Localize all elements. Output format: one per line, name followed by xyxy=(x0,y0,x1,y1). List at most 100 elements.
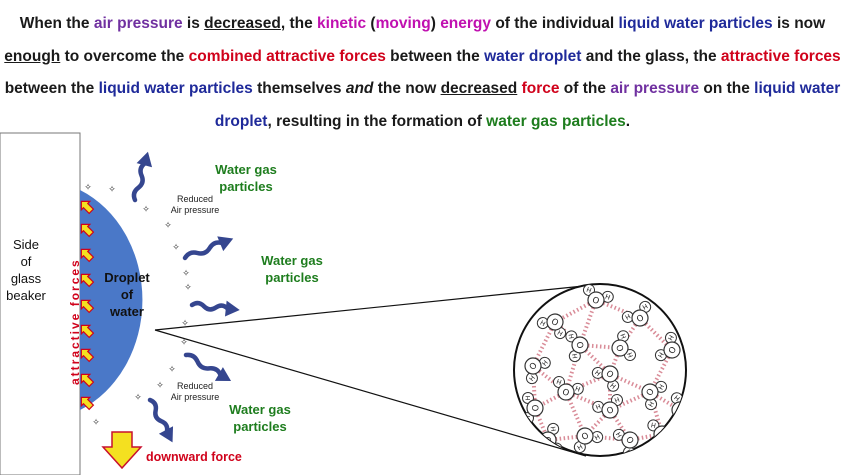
oxygen-symbol: O xyxy=(615,343,627,353)
hydrogen-symbol: H xyxy=(556,329,564,338)
attractive-force-arrow xyxy=(80,373,95,388)
paragraph-segment: liquid water particles xyxy=(618,15,773,32)
oxygen-atom xyxy=(621,431,639,449)
air-pressure-marker: ✧ xyxy=(168,365,176,375)
oxygen-symbol: O xyxy=(604,369,616,381)
hydrogen-symbol: H xyxy=(688,406,697,415)
hydrogen-symbol: H xyxy=(614,431,623,439)
air-pressure-marker: ✧ xyxy=(108,185,116,195)
air-pressure-marker: ✧ xyxy=(184,283,192,293)
hydrogen-symbol: H xyxy=(673,393,682,402)
gas-label-line: Water gas xyxy=(215,162,277,177)
paragraph-segment: to overcome the xyxy=(60,47,189,65)
oxygen-symbol: O xyxy=(591,293,601,305)
hydrogen-symbol: H xyxy=(555,377,562,386)
hydrogen-atom xyxy=(667,422,680,435)
droplet-label: Droplet of water xyxy=(92,269,162,320)
attractive-force-arrow xyxy=(80,200,95,215)
water-droplet xyxy=(80,190,143,410)
oxygen-symbol: O xyxy=(549,317,560,329)
paragraph-segment: moving xyxy=(375,15,431,32)
gas-label-line: particles xyxy=(219,179,273,194)
air-pressure-marker: ✧ xyxy=(142,205,150,215)
paragraph-segment: attractive forces xyxy=(720,47,841,65)
gas-label-line: particles xyxy=(233,419,287,434)
oxygen-symbol: O xyxy=(561,385,571,397)
attractive-force-arrow xyxy=(80,223,95,238)
glass-side-label: Side of glass beaker xyxy=(0,236,52,304)
oxygen-atom xyxy=(641,383,659,401)
glass-label-line: beaker xyxy=(6,288,46,303)
hydrogen-symbol: H xyxy=(666,333,675,341)
air-pressure-marker: ✧ xyxy=(181,319,189,329)
reduced-label-line: Air pressure xyxy=(170,205,220,215)
water-molecule: H HO xyxy=(611,330,636,362)
paragraph-segment: When the xyxy=(19,15,94,32)
droplet-label-line: water xyxy=(110,304,144,319)
oxygen-symbol: O xyxy=(529,405,539,412)
water-molecule: HHO xyxy=(565,330,589,363)
oxygen-atom xyxy=(576,427,594,445)
paragraph-segment: is xyxy=(182,15,205,32)
paragraph-segment: force xyxy=(521,80,560,97)
water-molecule: H HO xyxy=(654,331,681,362)
gas-label-line: particles xyxy=(265,270,319,285)
downward-force-arrow xyxy=(101,431,143,470)
reduced-air-pressure-label-bottom: Reduced Air pressure xyxy=(160,381,230,403)
oxygen-symbol: O xyxy=(580,431,591,443)
paragraph-segment: . xyxy=(625,112,631,130)
paragraph-segment: the now xyxy=(373,80,441,97)
water-gas-label-2: Water gas particles xyxy=(250,252,334,286)
hydrogen-symbol: H xyxy=(567,333,576,339)
water-gas-arrow xyxy=(147,397,174,443)
hydrogen-symbol: H xyxy=(604,292,611,301)
water-gas-arrow xyxy=(182,236,234,261)
paragraph-segment: decreased xyxy=(204,15,281,32)
water-gas-arrow xyxy=(131,151,153,203)
glass-label-line: of xyxy=(20,254,32,269)
hydrogen-atom xyxy=(684,403,699,418)
paragraph-segment: kinetic xyxy=(317,15,367,32)
paragraph-segment: , the xyxy=(280,15,318,32)
oxygen-symbol: O xyxy=(665,344,677,355)
downward-force-label: downward force xyxy=(146,450,242,464)
water-molecule: H HO xyxy=(552,376,584,401)
attractive-force-arrow xyxy=(80,299,95,314)
water-molecule: HHO xyxy=(524,356,551,385)
air-pressure-marker: ✧ xyxy=(84,183,92,193)
oxygen-atom xyxy=(587,291,605,309)
attractive-force-arrow xyxy=(80,273,95,288)
oxygen-atom xyxy=(601,365,619,383)
hydrogen-symbol: H xyxy=(585,285,592,294)
gas-label-line: Water gas xyxy=(229,402,291,417)
oxygen-atom xyxy=(546,313,564,331)
hydrogen-symbol: H xyxy=(656,351,665,359)
hydrogen-symbol: H xyxy=(657,383,666,391)
glass-beaker-side xyxy=(0,132,81,475)
water-gas-label-1: Water gas particles xyxy=(204,161,288,195)
hydrogen-symbol: H xyxy=(619,332,628,339)
oxygen-symbol: O xyxy=(605,403,615,415)
droplet-label-line: of xyxy=(120,287,134,302)
oxygen-atom xyxy=(571,336,589,354)
hydrogen-symbol: H xyxy=(641,302,649,311)
oxygen-atom xyxy=(663,341,681,359)
oxygen-atom xyxy=(526,399,544,417)
hydrogen-symbol: H xyxy=(608,382,617,391)
hydrogen-symbol: H xyxy=(593,433,601,442)
hydrogen-symbol: H xyxy=(623,312,631,321)
reduced-label-line: Reduced xyxy=(176,381,214,391)
paragraph-segment: on the xyxy=(699,80,755,97)
water-gas-label-3: Water gas particles xyxy=(218,401,302,435)
paragraph-segment: liquid water particles xyxy=(98,80,253,97)
glass-label-line: glass xyxy=(10,271,42,286)
paragraph-segment: of the xyxy=(559,80,611,97)
hydrogen-symbol: H xyxy=(574,384,581,393)
hydrogen-symbol: H xyxy=(626,351,635,358)
hydrogen-symbol: H xyxy=(570,353,579,359)
reduced-air-pressure-label-top: Reduced Air pressure xyxy=(160,194,230,216)
oxygen-atom xyxy=(611,339,629,357)
